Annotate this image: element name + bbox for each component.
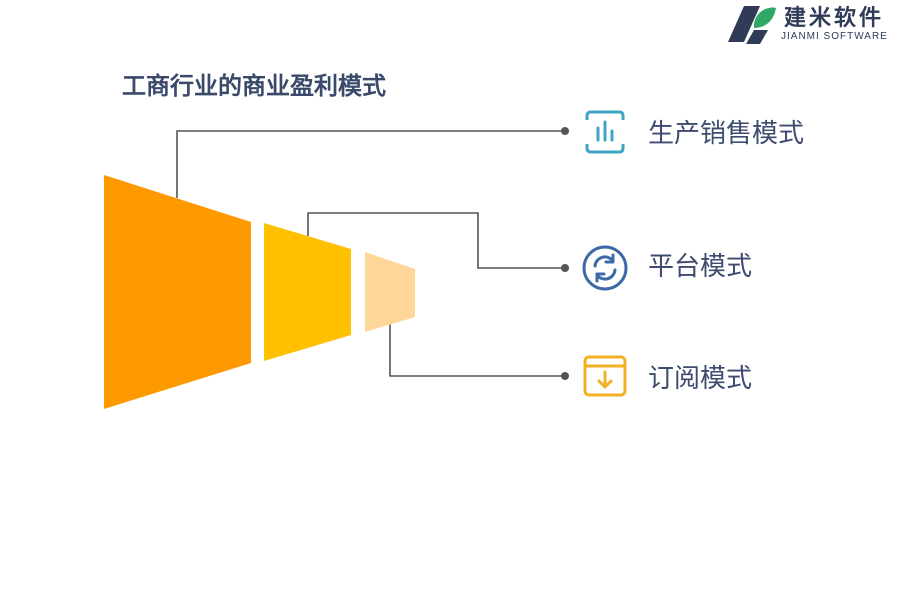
item-label-1: 生产销售模式 bbox=[648, 119, 805, 149]
item-label-2: 平台模式 bbox=[648, 252, 753, 282]
connector-line-1 bbox=[176, 130, 565, 198]
page-title: 工商行业的商业盈利模式 bbox=[122, 71, 386, 100]
connector-dot-2 bbox=[561, 264, 569, 272]
funnel-segment-1 bbox=[104, 175, 251, 409]
refresh-icon bbox=[582, 245, 628, 291]
download-box-icon bbox=[583, 355, 627, 397]
funnel-segment-3 bbox=[365, 252, 415, 332]
brand-subtitle: JIANMI SOFTWARE bbox=[781, 31, 888, 42]
connector-line-2 bbox=[307, 212, 565, 269]
connector-dot-3 bbox=[561, 372, 569, 380]
funnel-segment-2 bbox=[264, 223, 351, 361]
brand-logo-mark bbox=[728, 6, 776, 44]
item-label-3: 订阅模式 bbox=[648, 364, 753, 394]
bar-chart-icon bbox=[585, 110, 625, 154]
connector-dot-1 bbox=[561, 127, 569, 135]
connector-line-3 bbox=[389, 323, 565, 377]
brand-name: 建米软件 bbox=[784, 6, 885, 31]
